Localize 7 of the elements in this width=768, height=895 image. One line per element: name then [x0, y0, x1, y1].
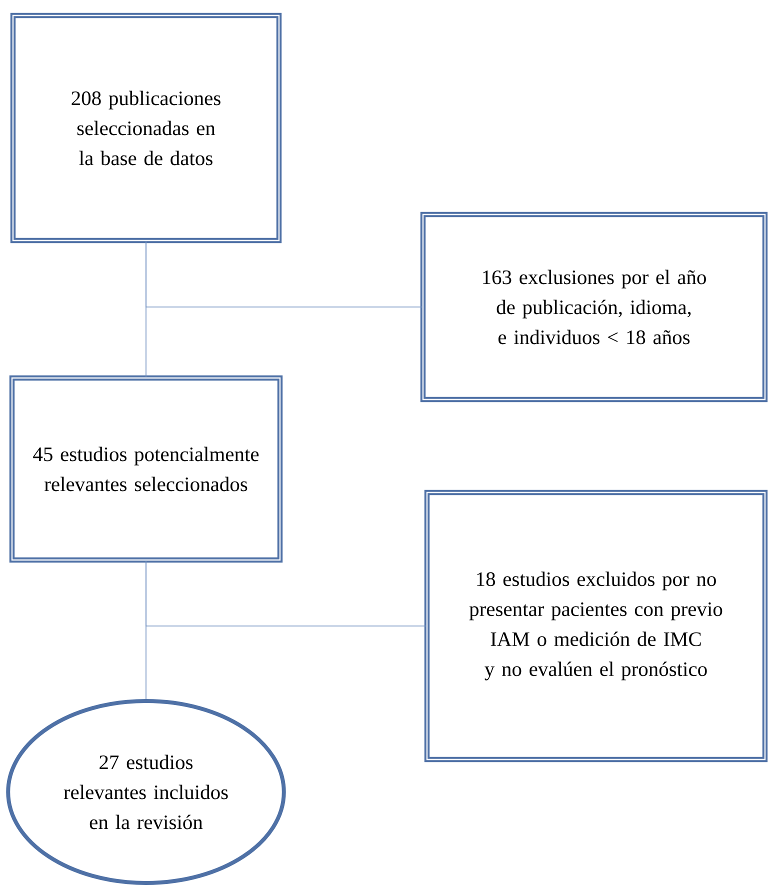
process-box: 18 estudios excluidos por no presentar pacientes con previo IAM o medición de IMC y no evalúen el pronóstico: [424, 490, 768, 762]
process-box: 208 publicaciones seleccionadas en la base de datos: [10, 12, 282, 244]
process-box: 45 estudios potencialmente relevantes seleccionados: [9, 375, 283, 563]
process-box: 163 exclusiones por el año de publicación, idioma, e individuos < 18 años: [420, 212, 768, 402]
oval-node: 27 estudios relevantes incluidos en la revisión: [6, 699, 286, 885]
connector-line: [146, 560, 426, 626]
connector-line: [146, 241, 422, 308]
